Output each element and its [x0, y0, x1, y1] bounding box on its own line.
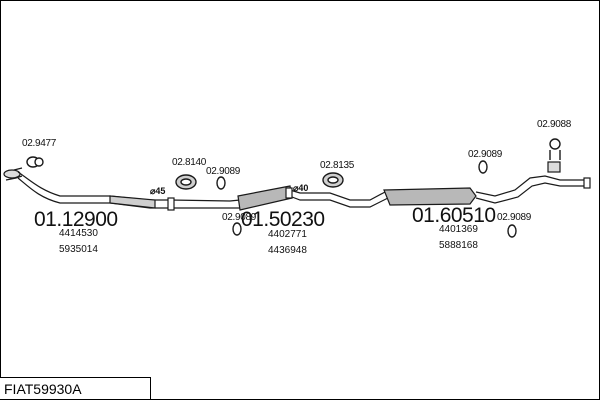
middle-silencer-part-number: 01.50230 — [241, 208, 325, 231]
diagram-code: FIAT59930A — [4, 381, 82, 397]
front-pipe-part-number: 01.12900 — [34, 208, 118, 231]
rear-silencer-oem-1: 4401369 — [439, 224, 478, 235]
ring-icon — [232, 222, 242, 236]
middle-silencer-oem-1: 4402771 — [268, 229, 307, 240]
clamp-icon — [549, 138, 561, 160]
diagram-code-box: FIAT59930A — [0, 377, 151, 399]
ring-icon — [478, 160, 488, 174]
front-pipe-oem-2: 5935014 — [59, 244, 98, 255]
diameter-label: ⌀45 — [150, 186, 166, 196]
ring-part-number: 02.9089 — [222, 212, 257, 223]
ring-icon — [507, 224, 517, 238]
ring-part-number: 02.9089 — [206, 166, 241, 177]
gasket-icon — [26, 156, 44, 168]
ring-icon — [216, 176, 226, 190]
middle-silencer-oem-2: 4436948 — [268, 245, 307, 256]
hanger-icon — [175, 174, 197, 190]
gasket-part-number: 02.9477 — [22, 138, 57, 149]
clamp-part-number: 02.9088 — [537, 119, 572, 130]
rear-silencer-oem-2: 5888168 — [439, 240, 478, 251]
front-pipe-drawing — [3, 167, 231, 211]
hanger-part-number: 02.8140 — [172, 157, 207, 168]
hanger-part-number: 02.8135 — [320, 160, 355, 171]
diameter-label: ⌀40 — [293, 183, 309, 193]
front-pipe-oem-1: 4414530 — [59, 228, 98, 239]
ring-part-number: 02.9089 — [497, 212, 532, 223]
rear-silencer-drawing — [383, 161, 591, 206]
hanger-icon — [322, 172, 344, 188]
middle-silencer-drawing — [229, 185, 389, 211]
accessories-drawing — [26, 138, 561, 238]
rear-silencer-part-number: 01.60510 — [412, 204, 496, 227]
ring-part-number: 02.9089 — [468, 149, 503, 160]
